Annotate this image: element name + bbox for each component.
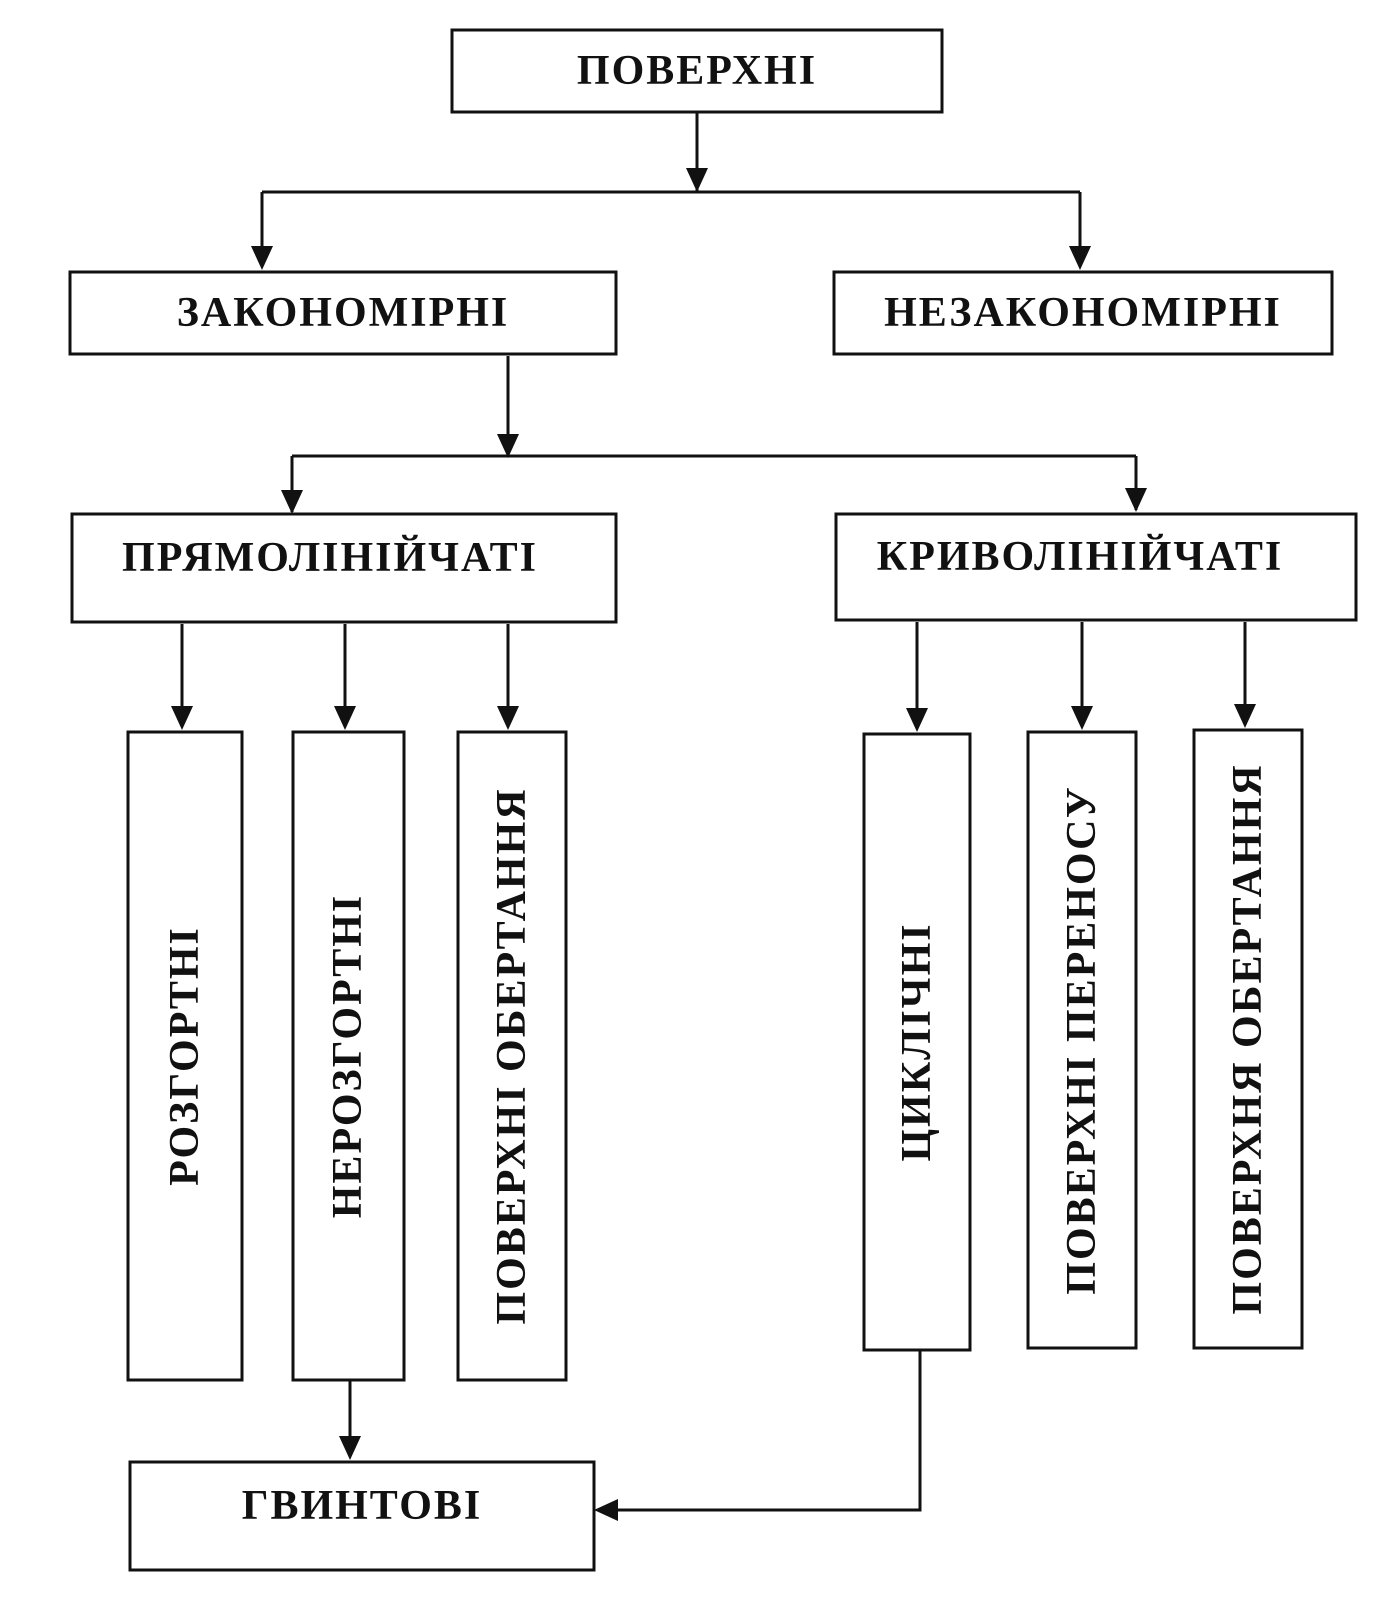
node-developable-box <box>126 730 244 1382</box>
node-translation-label: ПОВЕРХНІ ПЕРЕНОСУ <box>1059 785 1105 1294</box>
arrowhead-curv-revolution <box>1234 704 1256 728</box>
arrowhead-curvilinear <box>1125 488 1147 512</box>
node-curv-revolution-box <box>1192 728 1304 1350</box>
node-cyclic-label: ЦИКЛІЧНІ <box>894 922 940 1161</box>
arrowhead-cyclic <box>906 708 928 732</box>
node-nondevelopable-box <box>291 730 406 1382</box>
arrowhead-irregular <box>1069 246 1091 270</box>
arrowheads <box>171 168 1256 1521</box>
node-root-label: ПОВЕРХНІ <box>577 48 817 94</box>
node-root-box <box>450 28 944 114</box>
node-ruled-revolution-label: ПОВЕРХНІ ОБЕРТАННЯ <box>489 787 535 1324</box>
arrowhead-ruled <box>281 490 303 514</box>
node-ruled-revolution-box <box>456 730 568 1382</box>
connector-cyclic-helical <box>606 1350 922 1512</box>
arrowhead-helical-right <box>594 1499 618 1521</box>
node-curvilinear-box <box>834 512 1358 622</box>
arrowhead-nondevelopable <box>334 706 356 730</box>
node-developable-label: РОЗГОРТНІ <box>162 926 208 1186</box>
node-curv-revolution-label: ПОВЕРХНЯ ОБЕРТАННЯ <box>1225 763 1271 1314</box>
nodes: ПОВЕРХНІ ЗАКОНОМІРНІ НЕЗАКОНОМІРНІ ПРЯМО… <box>68 28 1358 1572</box>
arrowhead-regular-split <box>497 434 519 458</box>
arrowhead-developable <box>171 706 193 730</box>
node-regular-box <box>68 270 618 356</box>
arrowhead-helical-top <box>339 1436 361 1460</box>
node-ruled-box <box>70 512 618 624</box>
arrowhead-ruled-revolution <box>497 706 519 730</box>
node-regular-label: ЗАКОНОМІРНІ <box>177 290 510 336</box>
arrowhead-root <box>686 168 708 192</box>
arrowhead-translation <box>1071 706 1093 730</box>
node-nondevelopable-label: НЕРОЗГОРТНІ <box>325 894 371 1218</box>
arrowhead-regular <box>251 246 273 270</box>
node-helical-box <box>128 1460 596 1572</box>
node-irregular-box <box>832 270 1334 356</box>
node-irregular-label: НЕЗАКОНОМІРНІ <box>884 290 1282 336</box>
node-curvilinear-label: КРИВОЛІНІЙЧАТІ <box>877 534 1284 580</box>
node-ruled-label: ПРЯМОЛІНІЙЧАТІ <box>122 535 538 581</box>
node-cyclic-box <box>862 732 972 1352</box>
node-translation-box <box>1026 730 1138 1350</box>
node-helical-label: ГВИНТОВІ <box>242 1483 483 1529</box>
